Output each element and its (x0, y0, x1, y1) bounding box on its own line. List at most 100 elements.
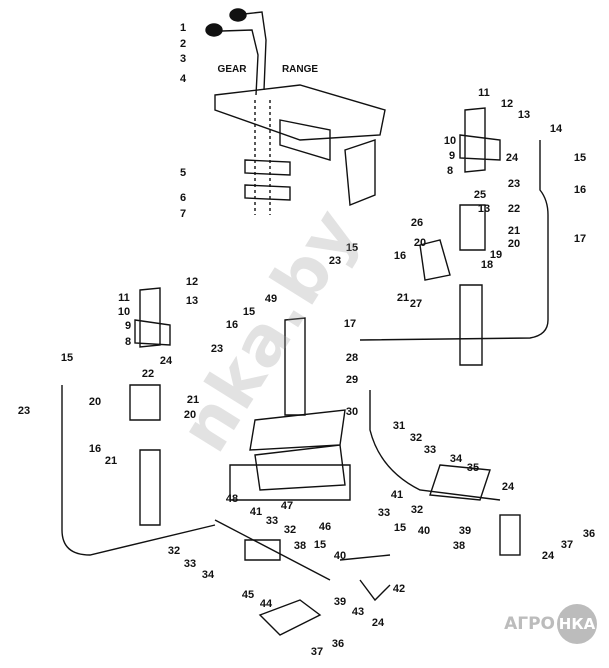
callout-40: 40 (418, 525, 430, 537)
callout-38: 38 (453, 540, 465, 552)
callout-10: 10 (444, 135, 456, 147)
right-pivot (459, 204, 486, 251)
callout-22: 22 (142, 368, 154, 380)
callout-48: 48 (226, 493, 238, 505)
callout-21: 21 (397, 292, 409, 304)
callout-29: 29 (346, 374, 358, 386)
callout-11: 11 (478, 87, 490, 99)
part-outlines (61, 8, 549, 636)
logo-badge: НКА (557, 604, 597, 644)
callout-22: 22 (508, 203, 520, 215)
callout-33: 33 (266, 515, 278, 527)
callout-9: 9 (449, 150, 455, 162)
bottom-link (339, 554, 391, 602)
callout-23: 23 (329, 255, 341, 267)
callout-31: 31 (393, 420, 405, 432)
callout-42: 42 (393, 583, 405, 595)
callout-28: 28 (346, 352, 358, 364)
callout-33: 33 (378, 507, 390, 519)
logo-text-left: АГРО (504, 614, 555, 634)
left-support-tube (139, 449, 161, 526)
callout-26: 26 (411, 217, 423, 229)
callout-39: 39 (459, 525, 471, 537)
callout-8: 8 (447, 165, 453, 177)
callout-21: 21 (508, 225, 520, 237)
left-cable (61, 385, 216, 556)
callout-15: 15 (314, 539, 326, 551)
floor-plate (229, 464, 351, 501)
callout-5: 5 (180, 167, 186, 179)
gate-plates (244, 159, 291, 201)
callout-44: 44 (260, 598, 273, 610)
callout-13: 13 (186, 295, 198, 307)
callout-36: 36 (332, 638, 344, 650)
callout-4: 4 (180, 73, 187, 85)
callout-24: 24 (160, 355, 173, 367)
bottom-mount (244, 539, 281, 561)
left-shift-lever (134, 287, 171, 348)
callout-34: 34 (450, 453, 463, 465)
callout-45: 45 (242, 589, 254, 601)
callout-35: 35 (467, 462, 479, 474)
range-label: RANGE (282, 64, 318, 75)
callout-43: 43 (352, 606, 364, 618)
callout-33: 33 (424, 444, 436, 456)
bottom-bracket (429, 464, 491, 501)
callout-14: 14 (550, 123, 563, 135)
callout-33: 33 (184, 558, 196, 570)
range-knob (229, 8, 247, 22)
callout-20: 20 (184, 409, 196, 421)
right-shift-lever (459, 107, 501, 173)
callout-12: 12 (186, 276, 198, 288)
callout-38: 38 (294, 540, 306, 552)
callout-21: 21 (187, 394, 199, 406)
callout-1: 1 (180, 22, 186, 34)
callout-41: 41 (391, 489, 403, 501)
gear-knob (205, 23, 223, 37)
callout-6: 6 (180, 192, 186, 204)
callout-36: 36 (583, 528, 595, 540)
callout-10: 10 (118, 306, 130, 318)
callout-15: 15 (394, 522, 406, 534)
callout-17: 17 (344, 318, 356, 330)
callout-3: 3 (180, 53, 186, 65)
callout-16: 16 (89, 443, 101, 455)
callout-13: 13 (478, 203, 490, 215)
callout-37: 37 (311, 646, 323, 658)
callout-12: 12 (501, 98, 513, 110)
callout-16: 16 (394, 250, 406, 262)
callout-47: 47 (281, 500, 293, 512)
brand-logo: АГРО НКА (504, 604, 597, 644)
center-plates (249, 409, 346, 491)
callout-41: 41 (250, 506, 262, 518)
callout-16: 16 (574, 184, 586, 196)
callout-32: 32 (411, 504, 423, 516)
callout-32: 32 (168, 545, 180, 557)
callout-49: 49 (265, 293, 277, 305)
callout-9: 9 (125, 320, 131, 332)
callout-15: 15 (61, 352, 73, 364)
right-support-tube (459, 284, 483, 366)
callout-32: 32 (284, 524, 296, 536)
bottom-actuator-left (258, 599, 322, 636)
callout-11: 11 (118, 292, 130, 304)
shifter-arm (344, 139, 376, 206)
right-link (419, 239, 451, 281)
callout-23: 23 (211, 343, 223, 355)
shifter-plate (214, 84, 386, 141)
callout-18: 18 (481, 259, 493, 271)
callout-16: 16 (226, 319, 238, 331)
callout-32: 32 (410, 432, 422, 444)
callout-20: 20 (89, 396, 101, 408)
callout-24: 24 (502, 481, 515, 493)
callout-24: 24 (542, 550, 555, 562)
gear-label: GEAR (218, 64, 248, 75)
bottom-rod (214, 519, 331, 581)
range-lever (243, 11, 267, 91)
callout-2: 2 (180, 38, 186, 50)
callout-7: 7 (180, 208, 186, 220)
callout-37: 37 (561, 539, 573, 551)
callout-27: 27 (410, 298, 422, 310)
